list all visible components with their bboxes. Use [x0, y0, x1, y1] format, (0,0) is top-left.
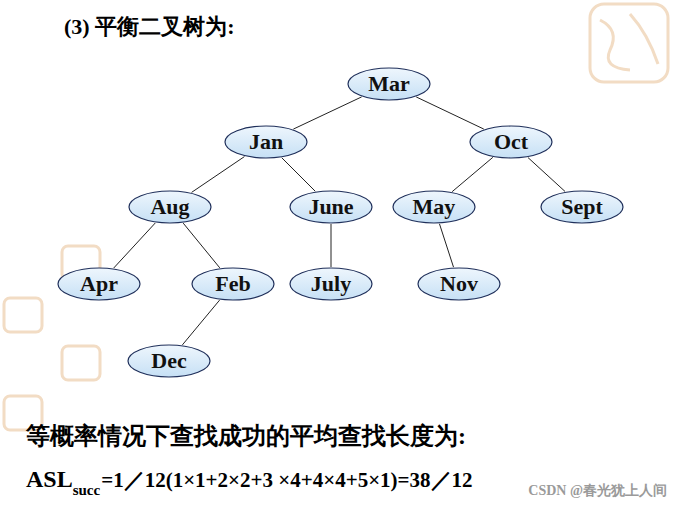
node-ellipse — [290, 191, 372, 223]
node-ellipse — [290, 268, 372, 300]
node-ellipse — [393, 191, 475, 223]
tree-node: June — [289, 190, 373, 224]
node-label: June — [289, 190, 373, 220]
tree-node: Feb — [191, 267, 275, 301]
tree-edge — [293, 97, 361, 129]
tree-node: May — [392, 190, 476, 224]
node-label: Feb — [191, 267, 275, 297]
node-ellipse — [129, 191, 211, 223]
node-label: May — [392, 190, 476, 220]
tree-edge — [192, 157, 245, 193]
node-label: Jan — [224, 125, 308, 155]
node-label: Aug — [128, 190, 212, 220]
tree-edge — [182, 300, 219, 345]
tree-node: Dec — [127, 344, 211, 378]
tree-edge — [114, 223, 156, 268]
node-ellipse — [58, 268, 140, 300]
seal-decoration — [4, 4, 668, 430]
node-ellipse — [128, 345, 210, 377]
tree-edge — [183, 223, 220, 268]
node-label: Mar — [347, 67, 431, 97]
tree-edge — [452, 157, 493, 191]
tree-node: Jan — [224, 125, 308, 159]
tree-edge — [282, 158, 315, 191]
node-label: Oct — [469, 125, 553, 155]
tree-edge — [439, 224, 453, 267]
title: (3) 平衡二叉树为: — [64, 12, 234, 42]
tree-node: Nov — [417, 267, 501, 301]
note-text: =1／12(1×1+2×2+3 ×4+4×4+5×1)=38／12 — [101, 466, 472, 494]
node-label: Sept — [540, 190, 624, 220]
tree-node: Mar — [347, 67, 431, 101]
tree-edge — [528, 158, 565, 192]
node-ellipse — [418, 268, 500, 300]
node-ellipse — [192, 268, 274, 300]
node-ellipse — [470, 126, 552, 158]
tree-edge — [416, 97, 484, 129]
node-label: Dec — [127, 344, 211, 374]
tree-node: Aug — [128, 190, 212, 224]
tree-node: July — [289, 267, 373, 301]
node-label: July — [289, 267, 373, 297]
node-ellipse — [225, 126, 307, 158]
tree-node: Sept — [540, 190, 624, 224]
tree-node: Oct — [469, 125, 553, 159]
watermark: CSDN @春光犹上人间 — [528, 482, 667, 500]
note-text: succ — [73, 482, 101, 499]
tree-edge — [331, 224, 332, 267]
node-label: Nov — [417, 267, 501, 297]
node-ellipse — [541, 191, 623, 223]
note-text: 等概率情况下查找成功的平均查找长度为: — [26, 420, 466, 452]
node-label: Apr — [57, 267, 141, 297]
node-ellipse — [348, 68, 430, 100]
tree-node: Apr — [57, 267, 141, 301]
note-text: ASL — [26, 466, 73, 493]
